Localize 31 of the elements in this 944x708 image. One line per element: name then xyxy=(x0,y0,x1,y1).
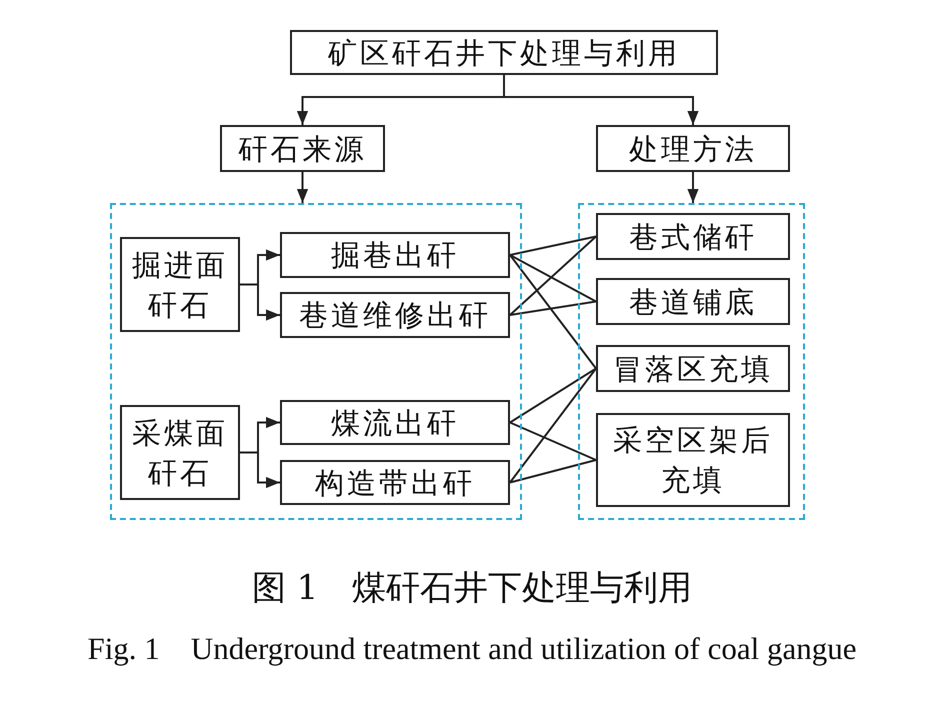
connector-line xyxy=(509,254,597,370)
process-box: 巷式储矸 xyxy=(596,213,790,260)
process-box: 矸石来源 xyxy=(220,125,385,172)
connector-line xyxy=(510,254,596,302)
process-box: 采煤面矸石 xyxy=(120,405,240,500)
connector-line xyxy=(509,368,597,484)
process-box: 构造带出矸 xyxy=(280,460,510,505)
dashed-group-frame xyxy=(110,203,522,520)
process-box: 巷道铺底 xyxy=(596,278,790,325)
arrow xyxy=(296,172,308,203)
caption: 图 1 煤矸石井下处理与利用 xyxy=(252,568,692,608)
connector-line xyxy=(510,422,596,461)
connector-line xyxy=(509,236,597,316)
process-box: 煤流出矸 xyxy=(280,400,510,445)
connector-line xyxy=(510,236,596,256)
process-box: 矿区矸石井下处理与利用 xyxy=(290,30,718,75)
dashed-group-frame xyxy=(578,203,805,520)
arrow xyxy=(240,284,280,321)
connector-line xyxy=(510,300,596,316)
arrow xyxy=(687,172,699,203)
process-box: 处理方法 xyxy=(596,125,790,172)
process-box: 掘进面矸石 xyxy=(120,237,240,332)
arrow xyxy=(503,75,699,125)
process-box: 采空区架后充填 xyxy=(596,413,790,507)
connector-line xyxy=(509,368,597,424)
process-box: 巷道维修出矸 xyxy=(280,292,510,338)
process-box: 掘巷出矸 xyxy=(280,232,510,278)
connector-line xyxy=(510,459,596,484)
process-box: 冒落区充填 xyxy=(596,345,790,392)
arrow xyxy=(240,452,280,488)
caption: Fig. 1 Underground treatment and utilization of coal gangue xyxy=(87,631,857,666)
